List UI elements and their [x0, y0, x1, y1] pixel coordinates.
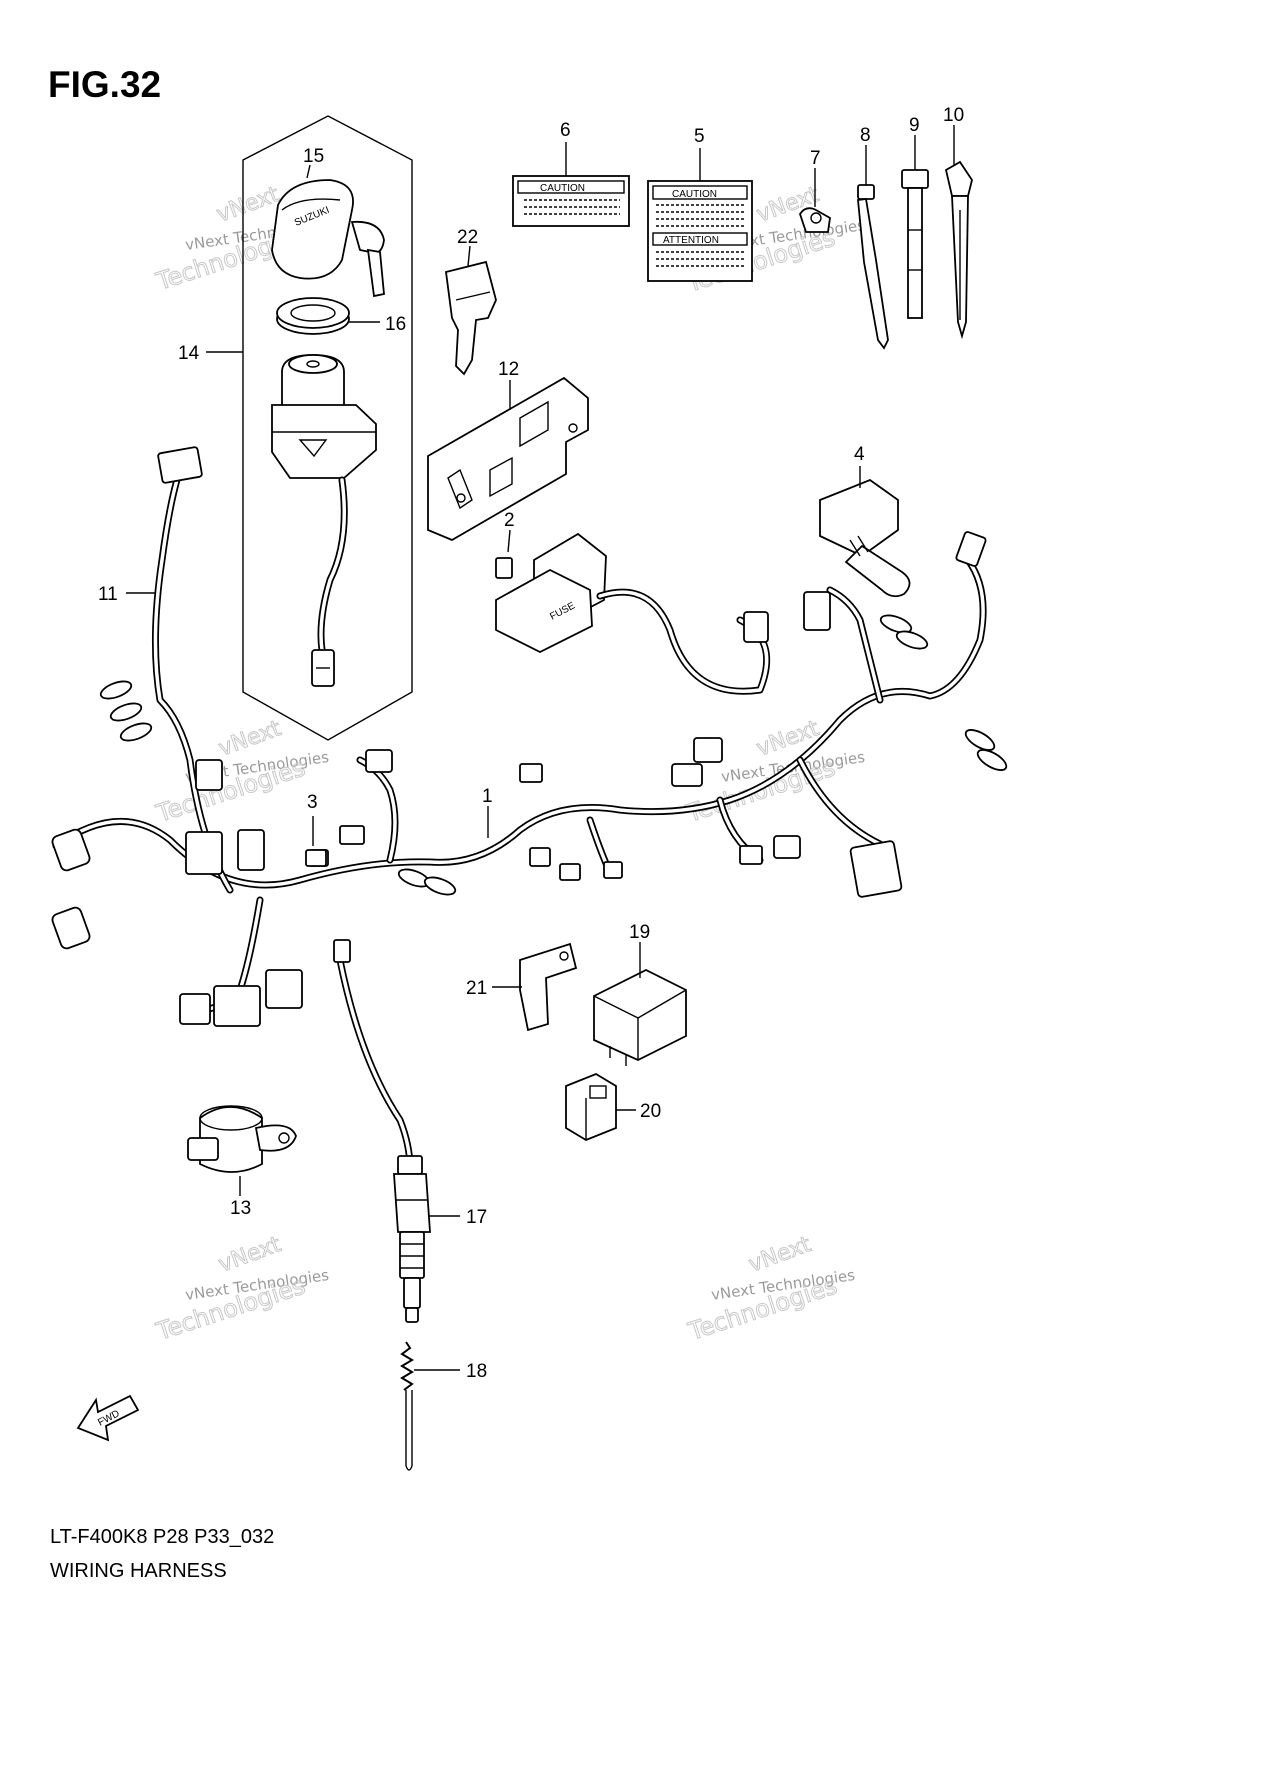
part-22-key: [445, 260, 497, 376]
wire-inner: [319, 478, 347, 652]
part-5-caution-attention-label: CAUTION ATTENTION: [647, 180, 753, 282]
callout-1: 1: [482, 786, 493, 807]
watermark-text: vNext: [216, 1232, 285, 1278]
figure-title: FIG.32: [48, 64, 162, 105]
part-12-bracket-plate: [427, 376, 589, 542]
watermark-text: vNext: [214, 182, 283, 228]
part-3-coupler: [305, 849, 327, 867]
part-21-bracket: [519, 942, 578, 1032]
callout-17: 17: [466, 1207, 487, 1228]
callout-9: 9: [909, 115, 920, 136]
part-13-switch: [187, 1105, 297, 1173]
model-code-caption: LT-F400K8 P28 P33_032: [50, 1526, 275, 1548]
part-19-relay: [593, 968, 687, 1066]
callouts: 1 2 3 4 5 6 7 8 9 10 11 12 13 14 15 16 1…: [98, 105, 964, 1382]
callout-3: 3: [307, 792, 318, 813]
part-8-cable-tie: [857, 184, 889, 350]
caution-text: CAUTION: [672, 189, 717, 200]
callout-10: 10: [943, 105, 964, 126]
callout-5: 5: [694, 126, 705, 147]
part-17-sensor: [393, 1155, 431, 1323]
fuse-box: FUSE: [495, 532, 607, 654]
part-1-wiring-harness: [52, 466, 987, 1184]
ignition-switch-lead: [317, 476, 348, 654]
callout-12: 12: [498, 359, 519, 380]
callout-18: 18: [466, 1361, 487, 1382]
watermark-group: vNext Technologies vNext Technologies vN…: [152, 182, 867, 1347]
part-7-clamp: [799, 207, 831, 233]
callout-16: 16: [385, 314, 406, 335]
callout-4: 4: [854, 444, 865, 465]
callout-7: 7: [810, 148, 821, 169]
part-16-ring-nut: [276, 297, 350, 335]
leader-line: [507, 529, 511, 553]
harness-connectors: [51, 446, 987, 1027]
callout-8: 8: [860, 125, 871, 146]
bullet-terminals: [99, 614, 1008, 896]
callout-2: 2: [504, 510, 515, 531]
callout-22: 22: [457, 227, 478, 248]
fwd-arrow: FWD: [76, 1394, 140, 1442]
part-2-fuse: [495, 557, 513, 579]
attention-text: ATTENTION: [663, 235, 719, 246]
part-4-rubber-cap: [819, 478, 911, 598]
ignition-assembly-bracket: [242, 115, 413, 741]
watermark-text: vNext: [746, 1232, 815, 1278]
callout-13: 13: [230, 1198, 251, 1219]
part-6-caution-label: CAUTION: [512, 175, 630, 227]
callout-20: 20: [640, 1101, 661, 1122]
callout-21: 21: [466, 978, 487, 999]
part-18-spring: [400, 1341, 414, 1471]
part-9-cable-tie: [901, 169, 929, 319]
part-15-key-cover: SUZUKI: [271, 164, 385, 298]
callout-11: 11: [98, 584, 118, 605]
callout-6: 6: [560, 120, 571, 141]
part-20-coupler: [565, 1072, 617, 1142]
figure-name-caption: WIRING HARNESS: [50, 1560, 227, 1582]
callout-15: 15: [303, 146, 324, 167]
callout-19: 19: [629, 922, 650, 943]
ignition-switch-body: [271, 354, 377, 479]
caution-text: CAUTION: [540, 183, 585, 194]
part-10-cable-tie: [944, 160, 973, 340]
leader-line: [467, 245, 471, 267]
callout-14: 14: [178, 343, 200, 364]
